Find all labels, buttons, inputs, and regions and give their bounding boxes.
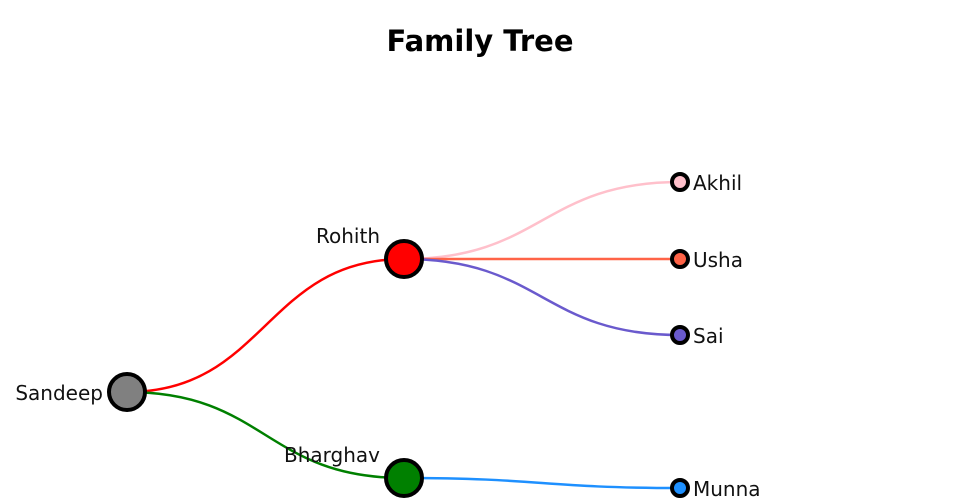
link-rohith-akhil — [403, 180, 681, 261]
node-label-sai: Sai — [693, 324, 724, 348]
node-rohith[interactable] — [384, 239, 424, 279]
link-rohith-sai — [403, 257, 681, 337]
node-bharghav[interactable] — [384, 458, 424, 498]
node-label-munna: Munna — [693, 477, 761, 500]
node-sai[interactable] — [670, 325, 690, 345]
node-akhil[interactable] — [670, 172, 690, 192]
node-sandeep[interactable] — [107, 372, 147, 412]
link-sandeep-bharghav — [126, 390, 405, 480]
node-label-sandeep: Sandeep — [15, 381, 103, 405]
link-sandeep-rohith — [126, 257, 405, 394]
node-label-rohith: Rohith — [316, 224, 380, 248]
node-label-usha: Usha — [693, 248, 743, 272]
link-bharghav-munna — [403, 476, 681, 490]
node-munna[interactable] — [670, 478, 690, 498]
node-usha[interactable] — [670, 249, 690, 269]
node-label-akhil: Akhil — [693, 171, 742, 195]
node-label-bharghav: Bharghav — [284, 443, 380, 467]
chart-title: Family Tree — [386, 24, 574, 58]
